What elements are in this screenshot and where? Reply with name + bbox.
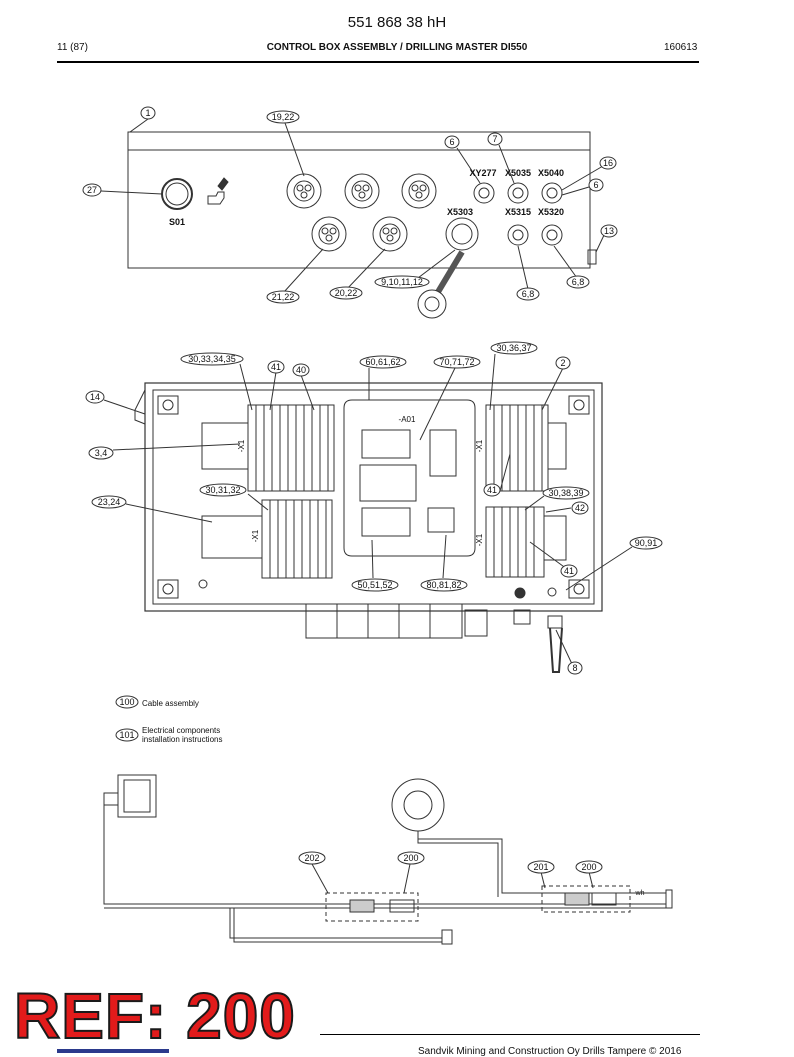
- wire-label: wh: [635, 890, 645, 897]
- note-text: Electrical components: [142, 726, 220, 735]
- sandvik-logo: [57, 1049, 169, 1053]
- label-x1: -X1: [237, 439, 246, 452]
- callout-label: 30,33,34,35: [188, 354, 236, 364]
- label-x5303: X5303: [447, 207, 473, 217]
- document-number: 551 868 38 hH: [347, 14, 447, 31]
- note-ref: 101: [119, 730, 134, 740]
- callout-label: 27: [87, 185, 97, 195]
- m12-connector-drawings: [417, 182, 563, 319]
- page-title: CONTROL BOX ASSEMBLY / DRILLING MASTER D…: [266, 42, 528, 53]
- note-text: Cable assembly: [142, 699, 199, 708]
- label-x5315: X5315: [505, 207, 531, 217]
- callout-label: 19,22: [272, 112, 295, 122]
- callout-label: 200: [403, 853, 418, 863]
- callout-label: 90,91: [635, 538, 658, 548]
- callout-label: 3,4: [95, 448, 108, 458]
- inner-component-labels: -A01 -X1 -X1 -X1 -X1: [237, 415, 484, 546]
- terminal-block-lower-right: [485, 506, 567, 578]
- callout-label: 202: [304, 853, 319, 863]
- callout-label: 23,24: [98, 497, 121, 507]
- label-xy277: XY277: [469, 168, 496, 178]
- label-x5320: X5320: [538, 207, 564, 217]
- callout-label: 6: [593, 180, 598, 190]
- terminal-block-upper-right: [485, 404, 567, 492]
- footer-rule: [320, 1034, 700, 1035]
- s01-button-drawing: [161, 177, 229, 210]
- page-number: 11 (87): [57, 42, 88, 53]
- cable-gland-drawings: [286, 173, 437, 252]
- cable-assembly-drawing: [103, 774, 673, 945]
- callout-label: 13: [604, 226, 614, 236]
- callout-label: 9,10,11,12: [381, 277, 423, 287]
- callout-label: 6,8: [522, 289, 535, 299]
- callout-label: 1: [145, 108, 150, 118]
- note-ref: 100: [119, 697, 134, 707]
- label-x1: -X1: [475, 439, 484, 452]
- terminal-block-lower-left: [201, 499, 333, 579]
- label-a01: -A01: [399, 415, 416, 424]
- callout-label: 50,51,52: [357, 580, 392, 590]
- footer-copyright: Sandvik Mining and Construction Oy Drill…: [418, 1046, 682, 1057]
- callout-label: 41: [487, 485, 497, 495]
- callout-label: 7: [492, 134, 497, 144]
- callout-label: 41: [564, 566, 574, 576]
- callout-label: 41: [271, 362, 281, 372]
- header-rule: [57, 61, 699, 63]
- inner-leader-lines: [103, 353, 633, 665]
- top-connector-labels: S01 XY277 X5035 X5040 X5303 X5315 X5320: [169, 168, 564, 227]
- callout-label: 16: [603, 158, 613, 168]
- callout-label: 42: [575, 503, 585, 513]
- callout-label: 14: [90, 392, 100, 402]
- callout-label: 200: [581, 862, 596, 872]
- top-view-enclosure: [127, 131, 597, 269]
- top-callouts: 1 19,22 6 7 16 6 27 13 21,22 20,22 9,10,…: [82, 106, 618, 304]
- callout-label: 201: [533, 862, 548, 872]
- inner-callouts: 30,33,34,35 41 40 60,61,62 70,71,72 30,3…: [85, 341, 663, 675]
- callout-label: 30,36,37: [496, 343, 531, 353]
- notes: 100 Cable assembly 101 Electrical compon…: [115, 695, 222, 744]
- note-text: installation instructions: [142, 735, 222, 744]
- callout-label: 30,31,32: [205, 485, 240, 495]
- label-s01: S01: [169, 217, 185, 227]
- callout-label: 40: [296, 365, 306, 375]
- callout-label: 70,71,72: [439, 357, 474, 367]
- callout-label: 2: [560, 358, 565, 368]
- callout-label: 6: [449, 137, 454, 147]
- reference-watermark: REF: 200: [13, 980, 296, 1052]
- callout-label: 60,61,62: [365, 357, 400, 367]
- callout-label: 20,22: [335, 288, 358, 298]
- callout-label: 21,22: [272, 292, 295, 302]
- label-x5035: X5035: [505, 168, 531, 178]
- callout-label: 80,81,82: [426, 580, 461, 590]
- callout-label: 30,38,39: [548, 488, 583, 498]
- bottom-gland-drawings: [305, 587, 563, 673]
- label-x1: -X1: [475, 533, 484, 546]
- cable-callouts: 202 200 201 200 wh: [298, 851, 645, 897]
- callout-label: 8: [572, 663, 577, 673]
- a01-controller-drawing: [343, 399, 476, 557]
- inner-view-enclosure: [134, 382, 603, 612]
- terminal-block-upper-left: [201, 404, 335, 492]
- document-date: 160613: [664, 42, 698, 53]
- label-x1: -X1: [251, 529, 260, 542]
- callout-label: 6,8: [572, 277, 585, 287]
- label-x5040: X5040: [538, 168, 564, 178]
